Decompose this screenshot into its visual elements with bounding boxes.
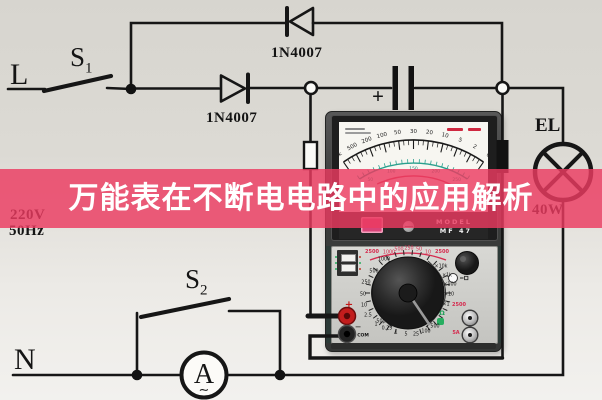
node-circle — [495, 80, 510, 96]
range-selector-knob[interactable] — [332, 247, 497, 343]
ohm-range-label: ×1 — [442, 302, 450, 308]
dcv-range-label: 1000 — [377, 257, 391, 263]
junction-dot — [125, 83, 137, 95]
battery-indicator-dot — [359, 262, 362, 265]
diode-top — [285, 6, 315, 37]
dca-range-label: 1 — [394, 330, 398, 336]
dcv-range-label: 250 — [361, 280, 371, 286]
diode-mid — [219, 72, 250, 104]
diode-mid-label: 1N4007 — [206, 110, 258, 126]
amp-jack[interactable] — [463, 328, 477, 342]
ohm-range-label: ×10k — [434, 264, 448, 270]
minus-terminal-label: − — [354, 322, 362, 332]
hv-jack[interactable] — [463, 311, 477, 325]
acv-arc-value: 1000 — [382, 250, 396, 256]
dca-range-label: 0.25 — [381, 326, 393, 332]
ohm-scale-number: 200 — [361, 136, 373, 146]
ammeter-letter: A — [194, 359, 215, 390]
junction-dot — [131, 369, 143, 381]
switch2-letter: S — [185, 264, 201, 294]
capacitor-polarity-label: + — [372, 84, 384, 108]
dca-range-label: 5 — [404, 332, 408, 338]
probe-plug-filled — [496, 140, 509, 173]
plus-terminal-label: + — [344, 299, 354, 311]
probe-plug-open — [302, 140, 319, 171]
battery-indicator-dot — [359, 268, 362, 271]
ohm-scale-number: 20 — [426, 130, 434, 137]
battery-cell — [341, 254, 356, 262]
diode-top-label: 1N4007 — [271, 45, 323, 61]
face-fineprint-line — [345, 132, 371, 135]
acv-arc-value: 10 — [424, 250, 432, 256]
ohm-scale-number: 30 — [410, 129, 417, 135]
com-probe-wire — [308, 334, 505, 360]
dcv-range-label: 1 — [374, 322, 378, 328]
dcv-range-label: 2.5 — [364, 313, 372, 319]
ohm-scale-number: 0 — [485, 152, 488, 159]
ohm-symbol-label: Ω — [439, 309, 445, 317]
acv-max-label: 2500 — [365, 249, 379, 255]
switch1-label: S1 — [70, 44, 93, 76]
face-red-mark — [468, 128, 481, 131]
acv-max-label: 2500 — [435, 249, 449, 255]
amp-jack-label: 5A — [452, 330, 460, 336]
dca-range-label: 25 — [412, 332, 420, 338]
com-terminal-label: COM — [357, 333, 369, 339]
dca-range-label: 50μ — [376, 319, 386, 325]
battery-indicator-dot — [359, 256, 362, 259]
live-label: L — [10, 58, 29, 91]
ohm-scale-number: 10 — [441, 132, 450, 140]
battery-indicator-dot — [335, 268, 338, 271]
acv-arc-value: 50 — [415, 247, 423, 253]
face-fineprint-line — [345, 128, 365, 131]
ammeter-wave: ∼ — [199, 383, 210, 398]
battery-indicator-dot — [335, 262, 338, 265]
neutral-label: N — [14, 343, 36, 376]
switch2-blade — [138, 296, 232, 320]
ohm-scale-number: 100 — [376, 132, 388, 140]
battery-indicator-dot — [335, 256, 338, 259]
battery-cell — [341, 264, 356, 272]
node-circle — [303, 80, 319, 96]
ohm-range-label: ×1k — [442, 273, 452, 279]
junction-dot — [274, 369, 286, 381]
lamp-label: EL — [535, 115, 561, 136]
continuity-icon — [437, 318, 444, 325]
ammeter-icon: A ∼ — [179, 350, 229, 400]
battery-compartment — [337, 250, 358, 276]
face-red-mark — [447, 128, 463, 131]
ohm-scale-number: 5 — [457, 137, 463, 144]
dcv-range-label: 50 — [359, 292, 367, 298]
acv-arc-value: 250 — [404, 246, 414, 252]
dcv-range-label: 10 — [360, 303, 368, 309]
plus-terminal[interactable] — [337, 306, 357, 326]
ohm-scale-number: 500 — [346, 142, 359, 152]
ohm-scale-number: 50 — [394, 130, 402, 137]
switch2-subscript: 2 — [200, 282, 208, 299]
ohm-range-label: ×10 — [443, 292, 455, 298]
meter-side-rail — [326, 246, 331, 343]
meter-bottom-strip — [331, 343, 496, 349]
title-banner: 万能表在不断电电路中的应用解析 — [0, 169, 602, 228]
dca-range-label: 500 — [430, 324, 440, 330]
dca-range-label: 100 — [421, 329, 431, 335]
dcv-range-label: 500 — [369, 269, 379, 275]
switch1-subscript: 1 — [85, 60, 93, 77]
hv-jack-label: 2500 — [452, 302, 466, 308]
meter-side-rail — [496, 246, 501, 343]
acv-arc-value: 500 — [394, 247, 404, 253]
switch2-label: S2 — [185, 266, 208, 298]
meter-model-line2: MF 47 — [439, 227, 472, 235]
com-terminal[interactable] — [337, 324, 357, 344]
ohm-range-label: ×100 — [443, 282, 457, 288]
ohm-scale-number: 2 — [472, 144, 478, 151]
ohm-scale-number: 1k — [339, 151, 344, 160]
banner-title-text: 万能表在不断电电路中的应用解析 — [68, 181, 534, 216]
capacitor — [392, 66, 414, 110]
switch1-letter: S — [70, 42, 86, 72]
switch1-blade — [41, 73, 114, 94]
